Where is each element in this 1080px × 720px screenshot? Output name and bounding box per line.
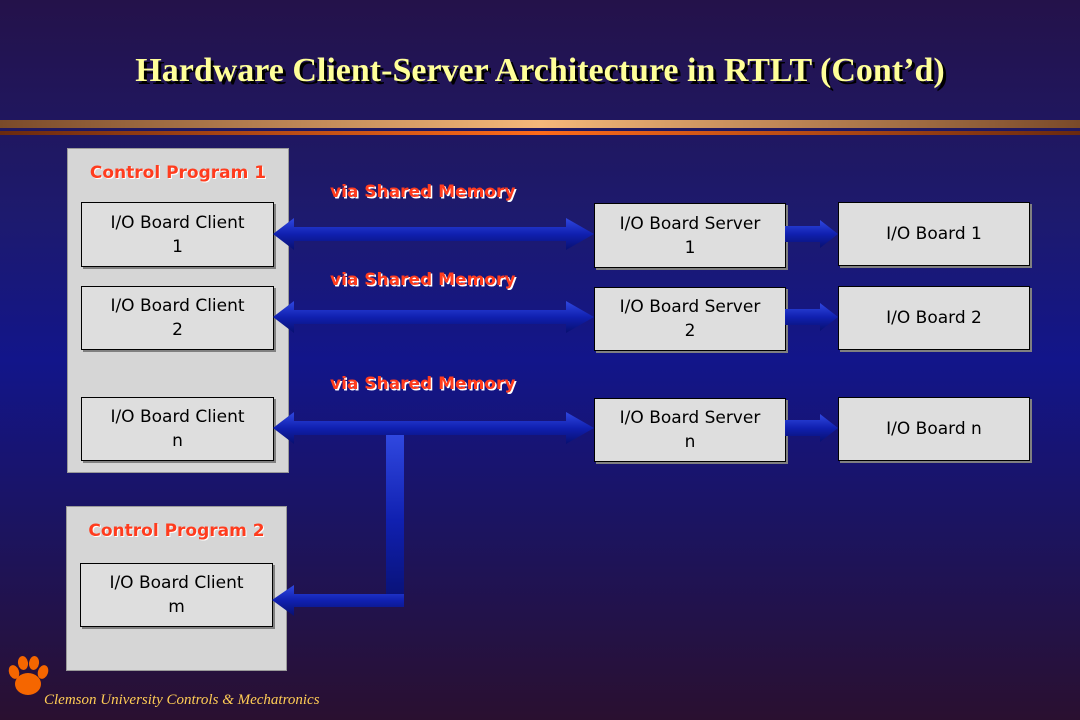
io-board-2: I/O Board 2: [838, 286, 1030, 350]
server-board-arrow-1: [785, 220, 838, 248]
io-board-client-1: I/O Board Client 1: [81, 202, 274, 267]
client-1-index: 1: [172, 236, 183, 257]
control-program-2-title: Control Program 2: [88, 521, 265, 541]
server-n-label: I/O Board Server: [619, 408, 761, 428]
title-divider-bottom: [0, 131, 1080, 135]
io-board-server-1: I/O Board Server 1: [594, 203, 786, 268]
server-1-label: I/O Board Server: [619, 213, 761, 234]
paw-icon: [8, 656, 49, 695]
footer-text: Clemson University Controls & Mechatroni…: [44, 692, 320, 708]
branch-arrow-client-m: [272, 585, 404, 616]
io-board-client-2: I/O Board Client 2: [81, 286, 274, 350]
client-n-label: I/O Board Client: [110, 407, 245, 427]
shared-memory-label-2: via Shared Memory: [330, 270, 516, 290]
client-m-index: m: [168, 597, 185, 617]
io-board-client-n: I/O Board Client n: [81, 397, 274, 461]
client-1-label: I/O Board Client: [110, 212, 245, 233]
shared-memory-label-1: via Shared Memory: [330, 182, 516, 202]
io-board-2-label: I/O Board 2: [886, 308, 982, 328]
client-m-label: I/O Board Client: [109, 573, 244, 593]
shared-memory-arrow-3: [273, 412, 594, 444]
slide-title: Hardware Client-Server Architecture in R…: [135, 52, 945, 89]
io-board-server-2: I/O Board Server 2: [594, 287, 786, 351]
control-program-1-title: Control Program 1: [89, 163, 267, 183]
server-board-arrow-2: [785, 303, 838, 331]
branch-connector-vertical: [386, 435, 404, 607]
shared-memory-arrow-2: [273, 301, 594, 333]
io-board-1-label: I/O Board 1: [886, 224, 982, 244]
server-n-index: n: [684, 432, 696, 452]
io-board-n-label: I/O Board n: [886, 419, 982, 439]
title-divider-top: [0, 120, 1080, 128]
server-2-index: 2: [684, 321, 696, 341]
shared-memory-label-3: via Shared Memory: [330, 374, 516, 394]
io-board-client-m: I/O Board Client m: [80, 563, 273, 627]
io-board-server-n: I/O Board Server n: [594, 398, 786, 462]
client-2-label: I/O Board Client: [110, 296, 245, 316]
client-2-index: 2: [172, 320, 183, 340]
shared-memory-arrow-1: [273, 218, 594, 250]
server-1-index: 1: [684, 237, 696, 258]
io-board-n: I/O Board n: [838, 397, 1030, 461]
server-board-arrow-n: [785, 414, 838, 442]
client-n-index: n: [172, 431, 183, 451]
io-board-1: I/O Board 1: [838, 202, 1030, 266]
server-2-label: I/O Board Server: [619, 297, 761, 317]
